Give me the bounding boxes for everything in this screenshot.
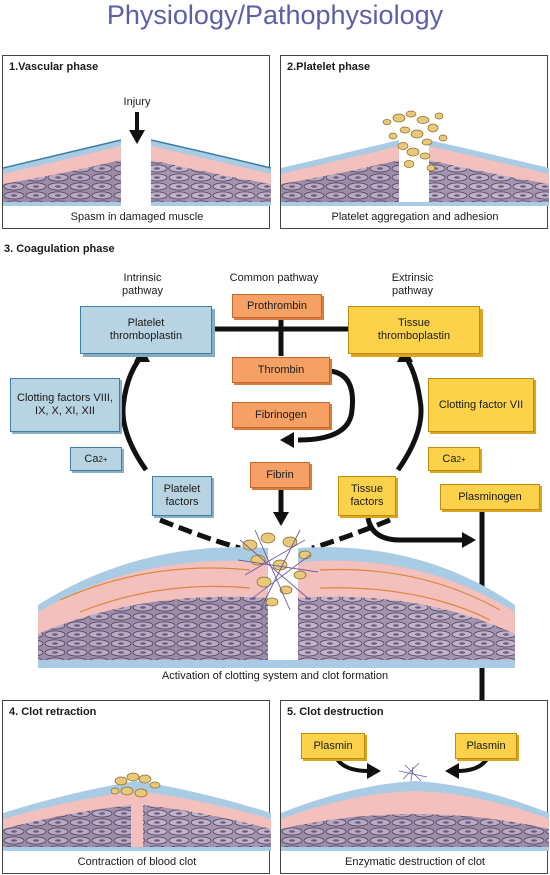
central-vessel-illustration <box>38 547 515 668</box>
platelet-phase-illustration <box>281 110 549 206</box>
vascular-phase-illustration <box>3 112 271 206</box>
page-title: Physiology/Pathophysiology <box>106 0 444 30</box>
panel-title: 5. Clot destruction <box>287 706 384 718</box>
platelet-phase-panel: 2.Platelet phase Platelet aggregation an… <box>280 55 549 229</box>
panel-title: 2.Platelet phase <box>287 61 371 73</box>
clot-retraction-illustration <box>3 772 271 851</box>
vessel-wall-left <box>3 139 122 206</box>
panel-title: 1.Vascular phase <box>9 61 99 73</box>
panel-caption: Contraction of blood clot <box>77 856 197 868</box>
fibrin-box: Fibrin <box>250 462 310 488</box>
plasmin-left-box: Plasmin <box>301 733 365 759</box>
calcium-symbol: Ca <box>84 452 99 465</box>
fibrinogen-box: Fibrinogen <box>232 402 330 428</box>
thrombin-box: Thrombin <box>232 357 330 383</box>
clot-destruction-panel: 5. Clot destruction Plasmin Plasmin Enzy… <box>280 700 549 874</box>
common-pathway-label: Common pathway <box>229 272 319 284</box>
clotting-factor-vii-box: Clotting factor VII <box>428 378 534 432</box>
plasminogen-box: Plasminogen <box>440 484 540 510</box>
extrinsic-pathway-label: Extrinsic pathway <box>391 272 434 297</box>
panel-caption: Spasm in damaged muscle <box>70 211 204 223</box>
clot-retraction-panel: 4. Clot retraction Contraction of blood … <box>2 700 271 874</box>
platelet-factors-box: Platelet factors <box>152 476 212 516</box>
platelet-cluster <box>382 110 448 172</box>
calcium-charge: 2+ <box>456 454 466 464</box>
plasmin-right-box: Plasmin <box>455 733 517 759</box>
tissue-thromboplastin-box: Tissue thromboplastin <box>348 306 480 354</box>
vessel-wall-right <box>150 139 271 206</box>
fibrin-strands <box>237 529 319 611</box>
panel-title: 4. Clot retraction <box>9 706 97 718</box>
prothrombin-box: Prothrombin <box>232 294 322 318</box>
calcium-charge: 2+ <box>98 454 108 464</box>
clotting-factors-box: Clotting factors VIII, IX, X, XI, XII <box>10 378 120 432</box>
injury-label: Injury <box>123 96 151 108</box>
coagulation-caption: Activation of clotting system and clot f… <box>161 670 389 682</box>
tissue-factors-box: Tissue factors <box>338 476 396 516</box>
calcium-symbol: Ca <box>442 452 457 465</box>
panel-caption: Enzymatic destruction of clot <box>344 856 485 868</box>
vascular-phase-panel: 1.Vascular phase Injury Spasm in damaged… <box>2 55 271 229</box>
platelet-thromboplastin-box: Platelet thromboplastin <box>80 306 212 354</box>
panel-caption: Platelet aggregation and adhesion <box>331 211 499 223</box>
coagulation-phase-title: 3. Coagulation phase <box>4 243 115 255</box>
intrinsic-pathway-label: Intrinsic pathway <box>122 272 163 297</box>
clot-destruction-illustration <box>281 757 549 851</box>
